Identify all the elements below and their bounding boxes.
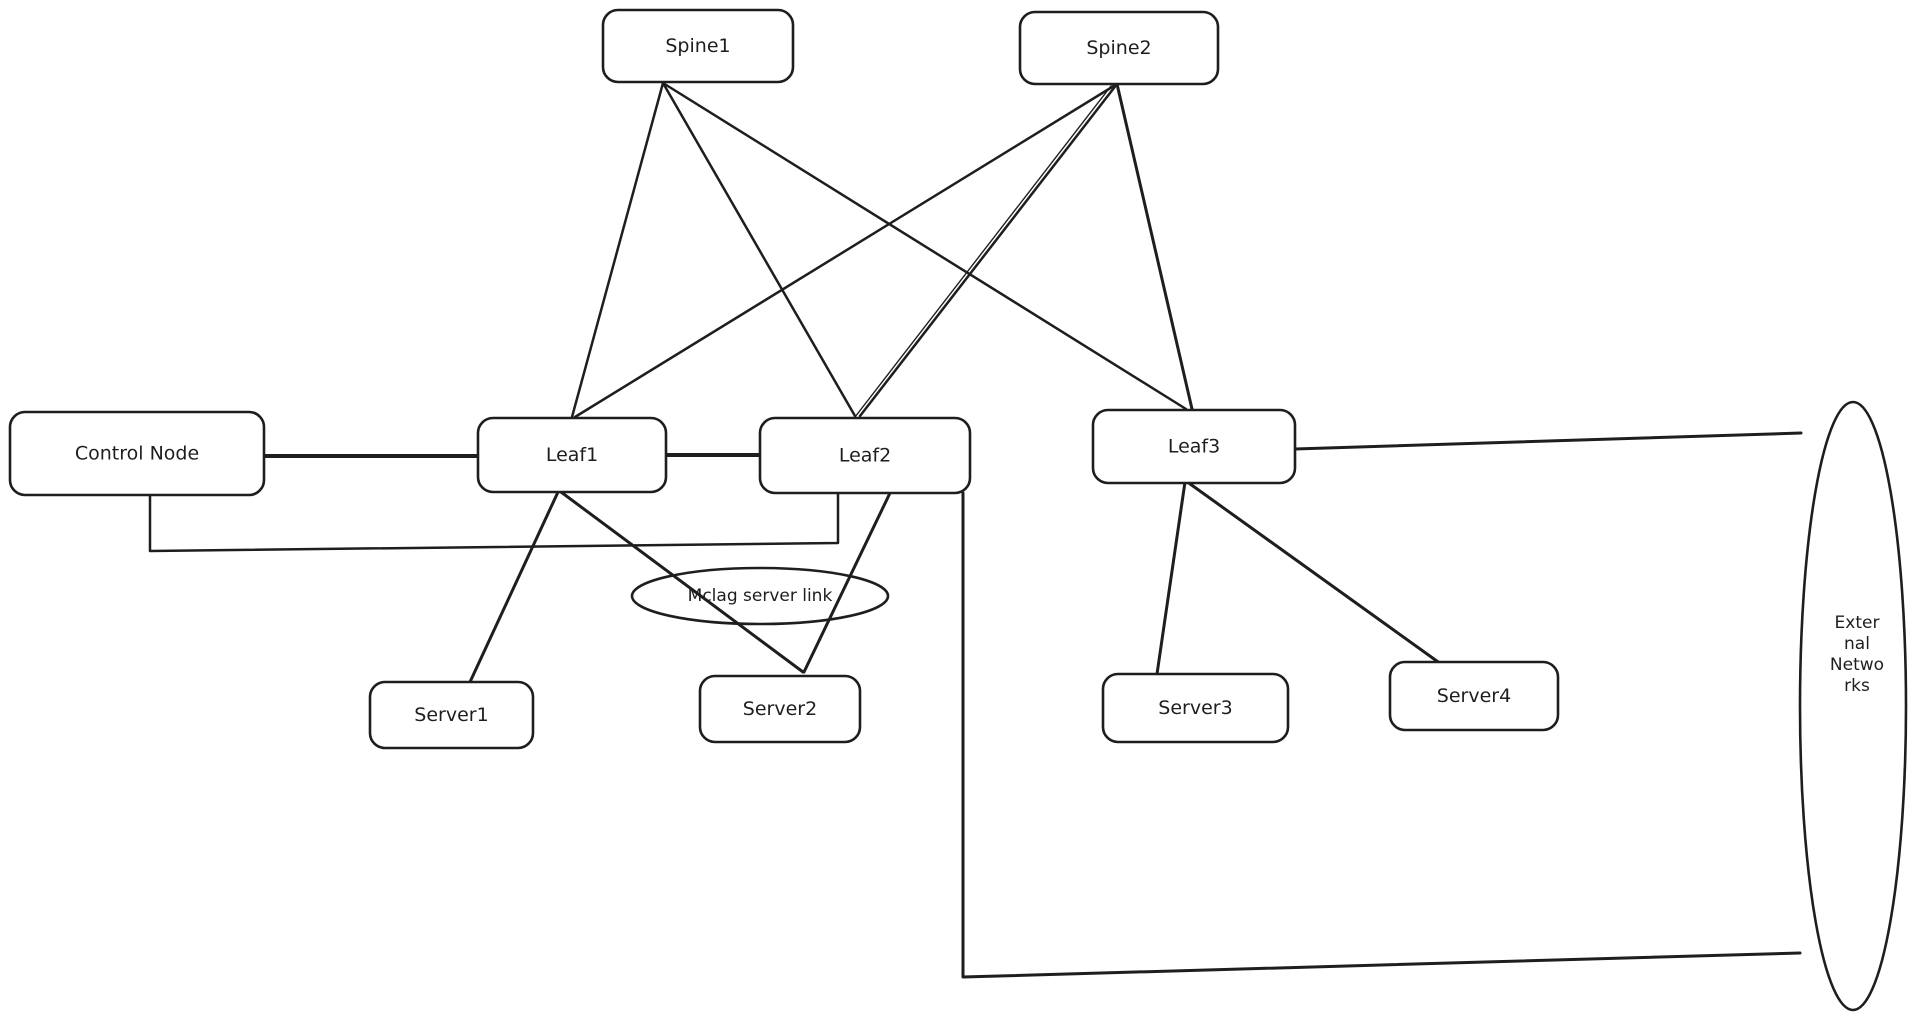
leaf2-outline [758, 416, 972, 495]
edge-control-leaf2-bent[interactable] [148, 492, 840, 553]
leaf3-label: Leaf3 [1168, 436, 1220, 458]
external-networks-label-line: Netwo [1830, 655, 1884, 675]
node-server3[interactable]: Server3 [1101, 672, 1290, 744]
edge-leaf1-server2[interactable] [559, 490, 805, 674]
edge-leaf3-server3[interactable] [1155, 480, 1187, 676]
server3-label: Server3 [1158, 697, 1232, 719]
server1-outline [368, 680, 535, 750]
external-networks-label-line: Exter [1835, 613, 1880, 633]
node-server4[interactable]: Server4 [1388, 660, 1560, 732]
control-node-label: Control Node [75, 443, 199, 465]
edge-leaf2-server2[interactable] [802, 491, 892, 674]
node-spine2[interactable]: Spine2 [1018, 10, 1220, 86]
external-networks-label-line: nal [1844, 634, 1870, 654]
leaf1-outline [476, 416, 668, 494]
node-leaf2[interactable]: Leaf2 [758, 416, 972, 495]
external-networks-label-line: rks [1844, 676, 1870, 696]
edge-spine2-leaf3[interactable] [1115, 82, 1194, 411]
mclag-server-link-outline [630, 566, 890, 626]
edge-leaf2-external[interactable] [961, 491, 1802, 979]
mclag-server-link-label: Mclag server link [688, 586, 833, 606]
leaf2-label: Leaf2 [839, 445, 891, 467]
node-control-node[interactable]: Control Node [8, 410, 266, 497]
edge-leaf3-external[interactable] [1293, 431, 1803, 451]
spine2-outline [1018, 10, 1220, 86]
node-server2[interactable]: Server2 [698, 674, 862, 744]
server3-outline [1101, 672, 1290, 744]
edge-spine1-leaf2[interactable] [661, 81, 857, 418]
edge-spine2-leaf1[interactable] [573, 82, 1119, 419]
server1-label: Server1 [414, 704, 488, 726]
spine1-outline [601, 8, 795, 84]
node-spine1[interactable]: Spine1 [601, 8, 795, 84]
leaf3-outline [1091, 408, 1297, 485]
node-server1[interactable]: Server1 [368, 680, 535, 750]
server4-outline [1388, 660, 1560, 732]
node-mclag-server-link[interactable]: Mclag server link [630, 566, 890, 626]
leaf1-label: Leaf1 [546, 444, 598, 466]
node-leaf3[interactable]: Leaf3 [1091, 408, 1297, 485]
server2-outline [698, 674, 862, 744]
node-leaf1[interactable]: Leaf1 [476, 416, 668, 494]
server2-label: Server2 [743, 698, 817, 720]
spine2-label: Spine2 [1086, 37, 1151, 59]
control-node-outline [8, 410, 266, 497]
edge-spine1-leaf1[interactable] [570, 81, 665, 419]
edge-leaf1-server1[interactable] [468, 490, 560, 684]
edge-leaf3-server4[interactable] [1184, 479, 1443, 666]
edge-spine1-leaf3[interactable] [661, 81, 1188, 411]
spine1-label: Spine1 [665, 35, 730, 57]
external-networks-outline [1798, 400, 1908, 1012]
edge-spine2-leaf2[interactable] [858, 82, 1119, 418]
server4-label: Server4 [1437, 685, 1511, 707]
edge-spine2-leaf2-double[interactable] [854, 85, 1112, 418]
